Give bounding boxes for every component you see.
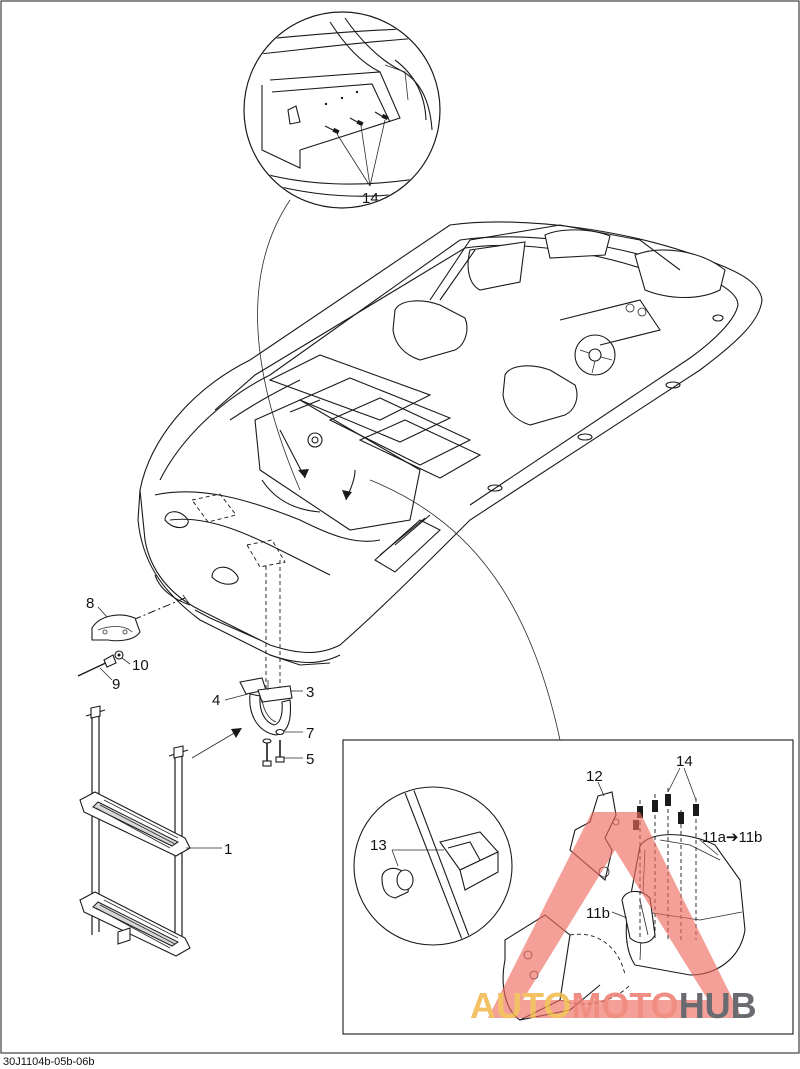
boat-hull bbox=[137, 221, 763, 666]
svg-text:AUTOMOTOHUB: AUTOMOTOHUB bbox=[470, 985, 757, 1026]
callout-7: 7 bbox=[306, 725, 314, 742]
leader-13a bbox=[391, 849, 399, 867]
leader-14-inset-a bbox=[667, 767, 681, 793]
bracket-guide-line bbox=[127, 597, 186, 623]
watermark-moto: MOTO bbox=[571, 985, 678, 1026]
callout-13: 13 bbox=[370, 837, 387, 854]
callout-3: 3 bbox=[306, 684, 314, 701]
detail-connector-inset bbox=[369, 479, 561, 741]
callout-11a-11b: 11a➔11b bbox=[702, 829, 762, 846]
leader-11b bbox=[611, 911, 628, 919]
callout-5: 5 bbox=[306, 751, 314, 768]
watermark-hub: HUB bbox=[679, 985, 757, 1026]
callout-8: 8 bbox=[86, 595, 94, 612]
callout-14-inset: 14 bbox=[676, 753, 693, 770]
detail-connector-top bbox=[257, 199, 301, 491]
leader-14-inset-b bbox=[683, 767, 697, 801]
ladder-bracket-parts-3-4 bbox=[239, 677, 293, 736]
callout-11b: 11b bbox=[586, 905, 610, 922]
bolts-part-5 bbox=[262, 738, 285, 767]
top-detail-circle: 14 bbox=[243, 11, 441, 209]
leader-9 bbox=[99, 667, 113, 681]
leader-8 bbox=[97, 606, 108, 618]
leader-4 bbox=[224, 693, 249, 701]
automotohub-watermark: AUTOMOTOHUB bbox=[470, 812, 757, 1026]
callout-1: 1 bbox=[224, 841, 232, 858]
callout-10: 10 bbox=[132, 657, 149, 674]
leader-12 bbox=[597, 781, 605, 797]
callout-12: 12 bbox=[586, 768, 603, 785]
watermark-auto: AUTO bbox=[470, 985, 571, 1026]
ladder-part-1 bbox=[79, 705, 191, 957]
callout-4: 4 bbox=[212, 692, 220, 709]
watermark-triangle bbox=[488, 812, 742, 1018]
inset-detail-circle-13 bbox=[353, 786, 513, 946]
document-id: 30J1104b-05b-06b bbox=[3, 1056, 95, 1068]
washer-part-7 bbox=[275, 728, 285, 736]
callout-9: 9 bbox=[112, 676, 120, 693]
assembly-arrow bbox=[191, 731, 237, 759]
screw-part-9 bbox=[77, 654, 117, 677]
bracket-part-8 bbox=[91, 614, 141, 642]
leader-10 bbox=[121, 657, 131, 665]
leader-11a bbox=[699, 839, 719, 856]
